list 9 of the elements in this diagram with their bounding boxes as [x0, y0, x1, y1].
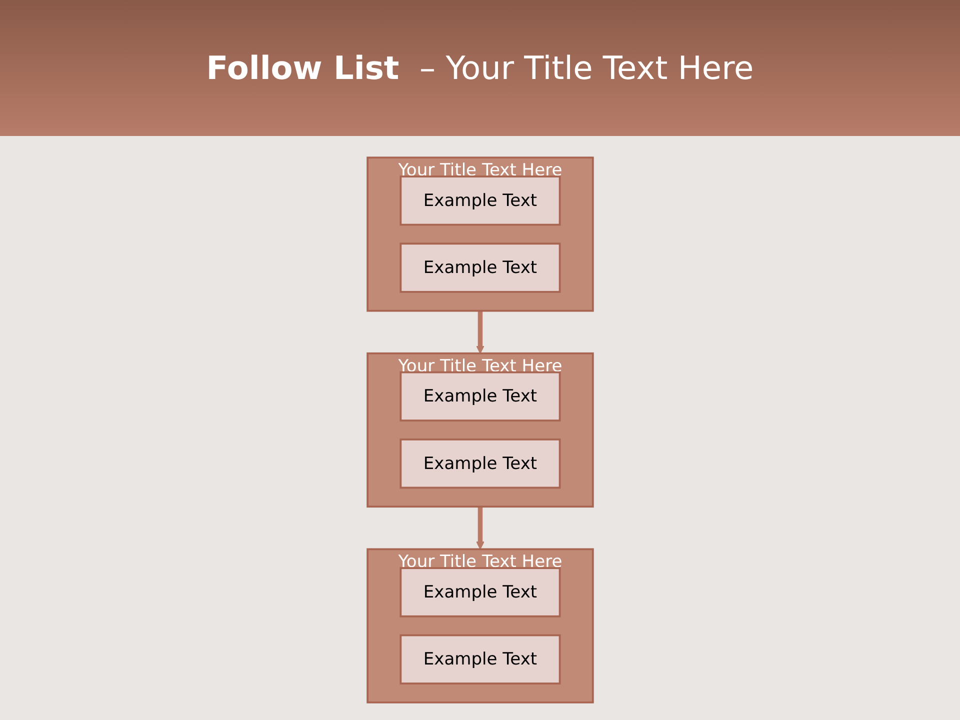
slide-title: Follow List – Your Title Text Here [206, 49, 754, 87]
node-box: Example Text [400, 634, 560, 684]
node-box: Example Text [400, 242, 560, 293]
arrow [476, 310, 484, 354]
node-box: Example Text [400, 567, 560, 618]
arrow [476, 506, 484, 550]
node-box: Example Text [400, 438, 560, 489]
node-box: Example Text [400, 176, 560, 226]
node-box: Example Text [400, 371, 560, 422]
